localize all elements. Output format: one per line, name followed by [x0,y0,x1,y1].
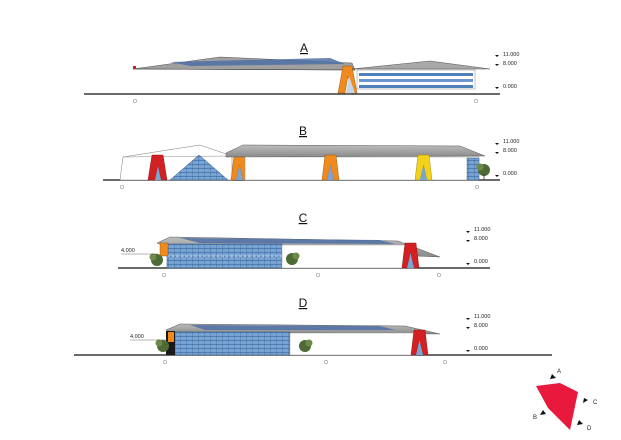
level-label-ground: 0.000 [503,171,517,177]
elevation-d: D 4.000 11.000 8.000 0.000 [74,296,552,365]
glass-pyramid [169,154,229,181]
window-band [359,73,473,76]
grid-marker [442,359,448,365]
level-marker [466,318,470,320]
key-label-c: C [593,400,598,406]
tree-icon [292,252,300,260]
roof-slab [225,144,486,158]
level-label-top: 11.000 [474,227,490,233]
level-label-mid: 8.000 [503,148,517,154]
portal-glass [236,165,243,180]
level-label-ground: 0.000 [474,259,488,265]
side-volume-dark [166,331,175,355]
level-marker [466,350,470,352]
glass-facade [174,331,291,356]
level-label-top: 11.000 [503,139,519,145]
grid-marker [474,184,480,190]
level-marker [495,55,499,57]
tent-eave [122,155,233,158]
flag-marker [133,66,136,69]
grid-marker [162,359,168,365]
key-label-b: B [533,415,537,421]
direction-arrow-c [583,398,588,403]
grid-marker [161,272,167,278]
portal-glass [155,166,161,180]
level-marker [466,240,470,242]
tree-icon [155,339,163,347]
grid-marker [132,98,138,104]
side-level-label: 4.000 [121,248,135,254]
elevation-c-title: C [299,211,308,225]
level-label-mid: 8.000 [474,236,488,242]
level-label-ground: 0.000 [503,84,517,90]
grid-marker [473,98,479,104]
portal-glass [416,340,423,355]
right-wing-roof [351,60,491,70]
key-plan: A B C D [533,369,598,432]
level-label-mid: 8.000 [474,323,488,329]
grid-marker [315,272,321,278]
level-marker [466,327,470,329]
grid-marker [119,184,125,190]
grid-marker [323,359,329,365]
tree-icon [149,253,157,261]
roof-eave [132,68,356,71]
solar-panels [180,238,395,244]
key-label-d: D [587,426,592,432]
elevation-b-title: B [299,124,307,138]
window-band [359,85,473,88]
hall-facade [281,244,416,269]
direction-arrow-a [550,374,556,379]
main-facade [244,156,480,181]
portal-glass [327,165,334,180]
key-label-a: A [557,369,561,375]
level-marker [495,152,499,154]
solar-panels [190,325,395,330]
level-label-ground: 0.000 [474,346,488,352]
grid-marker [436,272,442,278]
side-level-label: 4.000 [130,334,144,340]
side-volume-orange [168,332,174,342]
elevation-b: B 11.000 8.000 0.000 [103,124,519,190]
side-volume-orange [159,242,169,257]
level-marker [495,175,499,177]
level-marker [495,64,499,66]
key-plan-shape [536,383,578,430]
level-label-top: 11.000 [503,52,519,58]
portal-glass [420,165,427,180]
direction-arrow-d [577,420,583,425]
level-label-mid: 8.000 [503,61,517,67]
direction-arrow-b [540,410,546,415]
level-label-top: 11.000 [474,314,490,320]
tree-icon [305,339,313,347]
level-marker [495,87,499,89]
elevation-c: C 4.000 11.000 8.000 0.000 [118,211,490,278]
portal-glass [407,253,414,268]
glass-facade [166,243,283,269]
elevation-a: A 11.000 8.000 0.000 [84,41,519,104]
portal-glass [346,76,355,93]
level-marker [495,143,499,145]
elevation-d-title: D [299,296,308,310]
level-marker [466,231,470,233]
elevation-a-title: A [300,41,308,55]
solar-panels [170,58,345,66]
level-marker [466,263,470,265]
tree-icon [476,163,484,171]
window-band [359,79,473,82]
